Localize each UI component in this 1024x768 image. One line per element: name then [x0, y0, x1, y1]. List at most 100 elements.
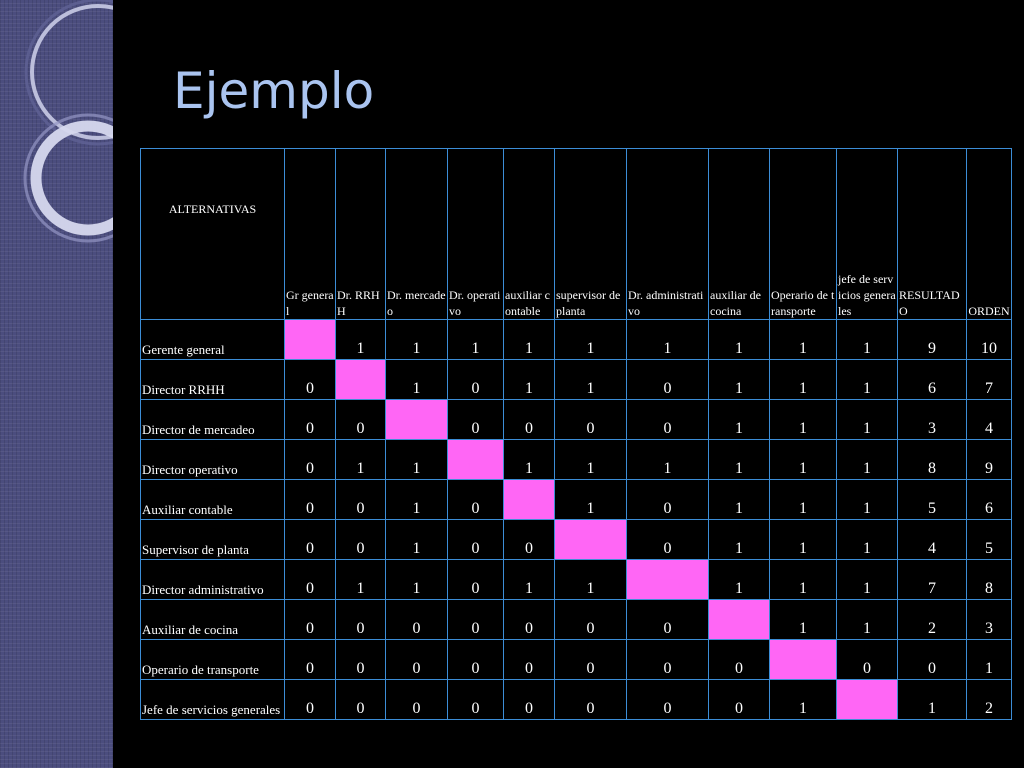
- table-cell: 0: [284, 359, 336, 400]
- row-label: Auxiliar de cocina: [140, 599, 285, 640]
- table-cell: 0: [503, 679, 555, 720]
- table-cell: 5: [897, 479, 967, 520]
- table-cell: 5: [966, 519, 1012, 560]
- table-cell: 1: [836, 479, 898, 520]
- table-cell: 0: [447, 519, 504, 560]
- row-label: Director de mercadeo: [140, 399, 285, 440]
- diagonal-cell: [385, 399, 448, 440]
- column-header: Dr. RRHH: [335, 148, 386, 320]
- table-cell: 0: [385, 599, 448, 640]
- slide-title: Ejemplo: [173, 62, 375, 120]
- diagonal-cell: [284, 319, 336, 360]
- table-cell: 0: [503, 639, 555, 680]
- table-cell: 0: [554, 599, 627, 640]
- row-label: Auxiliar contable: [140, 479, 285, 520]
- table-cell: 1: [385, 359, 448, 400]
- table-cell: 9: [966, 439, 1012, 480]
- table-cell: 0: [626, 399, 709, 440]
- table-cell: 0: [836, 639, 898, 680]
- row-label: Jefe de servicios generales: [140, 679, 285, 720]
- table-cell: 0: [626, 359, 709, 400]
- table-cell: 1: [554, 319, 627, 360]
- column-header: auxiliar contable: [503, 148, 555, 320]
- table-cell: 0: [503, 399, 555, 440]
- column-header: RESULTADO: [897, 148, 967, 320]
- table-cell: 0: [335, 679, 386, 720]
- table-cell: 1: [385, 319, 448, 360]
- table-cell: 10: [966, 319, 1012, 360]
- table-cell: 0: [447, 559, 504, 600]
- table-cell: 3: [897, 399, 967, 440]
- table-cell: 0: [284, 399, 336, 440]
- table-cell: 0: [503, 519, 555, 560]
- table-cell: 1: [769, 559, 837, 600]
- table-cell: 1: [503, 559, 555, 600]
- table-cell: 1: [708, 319, 770, 360]
- table-cell: 0: [284, 559, 336, 600]
- table-cell: 1: [385, 439, 448, 480]
- table-cell: 0: [554, 399, 627, 440]
- table-cell: 1: [836, 519, 898, 560]
- table-cell: 2: [897, 599, 967, 640]
- table-cell: 0: [554, 679, 627, 720]
- column-header: Operario de transporte: [769, 148, 837, 320]
- row-label: Director administrativo: [140, 559, 285, 600]
- table-cell: 1: [769, 319, 837, 360]
- table-cell: 1: [769, 439, 837, 480]
- table-cell: 1: [503, 359, 555, 400]
- diagonal-cell: [769, 639, 837, 680]
- table-cell: 1: [447, 319, 504, 360]
- table-cell: 0: [447, 359, 504, 400]
- decorative-sidebar: [0, 0, 113, 768]
- table-cell: 0: [447, 639, 504, 680]
- table-cell: 8: [897, 439, 967, 480]
- column-header: jefe de servicios generales: [836, 148, 898, 320]
- column-header: Dr. mercadeo: [385, 148, 448, 320]
- table-cell: 1: [503, 439, 555, 480]
- table-cell: 6: [897, 359, 967, 400]
- table-cell: 4: [966, 399, 1012, 440]
- diagonal-cell: [554, 519, 627, 560]
- table-cell: 1: [769, 519, 837, 560]
- table-cell: 0: [626, 679, 709, 720]
- table-cell: 1: [335, 319, 386, 360]
- table-cell: 0: [335, 639, 386, 680]
- table-cell: 3: [966, 599, 1012, 640]
- table-cell: 1: [708, 399, 770, 440]
- diagonal-cell: [836, 679, 898, 720]
- table-cell: 1: [708, 519, 770, 560]
- table-cell: 0: [335, 479, 386, 520]
- table-cell: 0: [708, 679, 770, 720]
- table-cell: 0: [708, 639, 770, 680]
- table-cell: 0: [554, 639, 627, 680]
- row-label: Operario de transporte: [140, 639, 285, 680]
- table-cell: 0: [626, 519, 709, 560]
- table-cell: 1: [708, 359, 770, 400]
- column-header: auxiliar de cocina: [708, 148, 770, 320]
- table-cell: 0: [447, 399, 504, 440]
- table-cell: 0: [284, 519, 336, 560]
- diagonal-cell: [503, 479, 555, 520]
- table-cell: 1: [966, 639, 1012, 680]
- row-label: Gerente general: [140, 319, 285, 360]
- table-cell: 0: [503, 599, 555, 640]
- table-cell: 0: [284, 679, 336, 720]
- table-cell: 7: [966, 359, 1012, 400]
- table-cell: 1: [385, 559, 448, 600]
- table-cell: 8: [966, 559, 1012, 600]
- table-cell: 0: [897, 639, 967, 680]
- table-cell: 1: [769, 399, 837, 440]
- diagonal-cell: [447, 439, 504, 480]
- table-cell: 1: [626, 319, 709, 360]
- table-cell: 1: [385, 479, 448, 520]
- table-cell: 0: [284, 439, 336, 480]
- table-cell: 0: [447, 599, 504, 640]
- table-cell: 1: [836, 319, 898, 360]
- table-cell: 1: [836, 599, 898, 640]
